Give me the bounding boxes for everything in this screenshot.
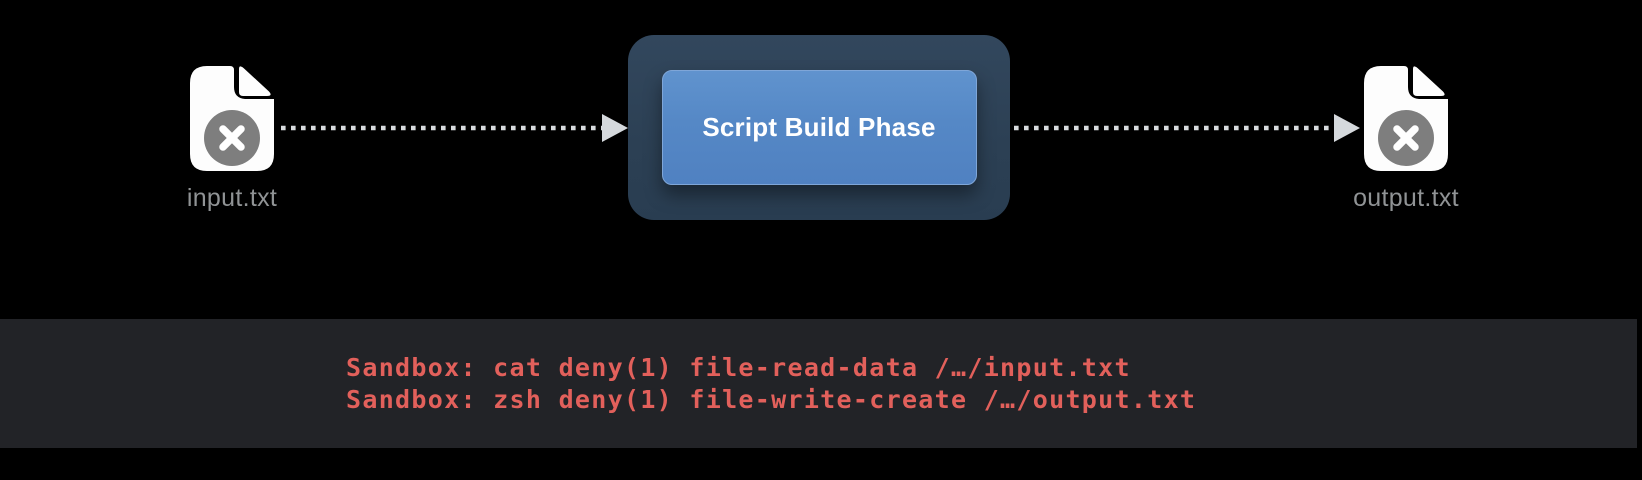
file-denied-icon xyxy=(190,66,274,171)
dashed-arrow-phase-to-output xyxy=(1014,114,1360,142)
sandbox-log-panel: Sandbox: cat deny(1) file-read-data /…/i… xyxy=(0,319,1637,448)
script-build-phase-label: Script Build Phase xyxy=(702,112,936,142)
script-build-phase-container: Script Build Phase xyxy=(628,35,1010,220)
script-build-phase-box: Script Build Phase xyxy=(661,70,977,185)
x-icon xyxy=(1393,125,1419,151)
x-icon xyxy=(219,125,245,151)
output-file-label: output.txt xyxy=(1353,184,1459,212)
folded-corner-icon xyxy=(1413,66,1445,96)
file-denied-icon xyxy=(1364,66,1448,171)
folded-corner-icon xyxy=(239,66,271,96)
input-file-label: input.txt xyxy=(186,184,278,212)
input-file-node: input.txt xyxy=(152,66,312,212)
dashed-arrow-input-to-phase xyxy=(281,114,628,142)
sandbox-deny-log-line: Sandbox: cat deny(1) file-read-data /…/i… xyxy=(346,353,1131,382)
sandbox-deny-log-line: Sandbox: zsh deny(1) file-write-create /… xyxy=(346,384,1197,414)
output-file-node: output.txt xyxy=(1326,66,1486,212)
